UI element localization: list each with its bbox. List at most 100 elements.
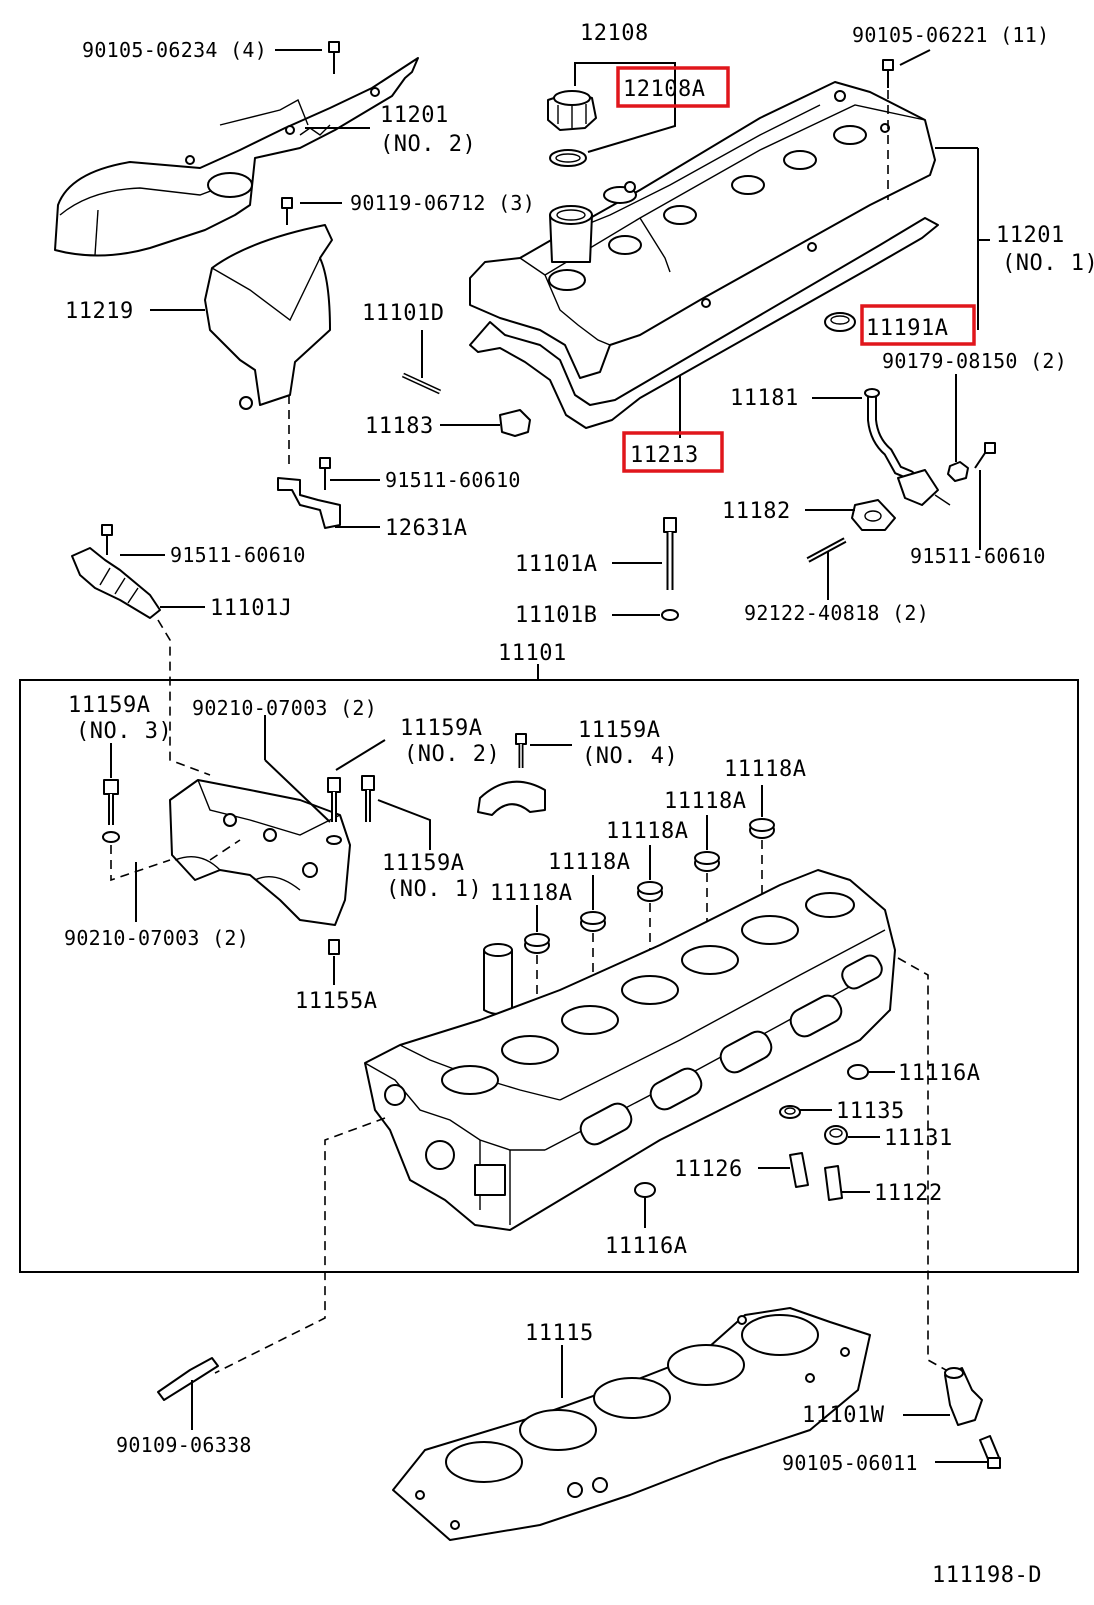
- plug-11118A-5[interactable]: [749, 818, 775, 839]
- bolt-90105-06234[interactable]: [328, 41, 340, 74]
- label-11159A-no4-code[interactable]: 11159A: [578, 718, 660, 743]
- plug-11116A-bottom[interactable]: [634, 1182, 656, 1198]
- label-91511-60610-left[interactable]: 91511-60610: [170, 543, 306, 567]
- plug-11118A-3[interactable]: [637, 881, 663, 902]
- label-11118A-5[interactable]: 11118A: [724, 757, 806, 782]
- seal-11183[interactable]: [499, 409, 531, 437]
- guide-11126[interactable]: [789, 1152, 809, 1188]
- label-11126[interactable]: 11126: [674, 1157, 743, 1182]
- label-11118A-2[interactable]: 11118A: [548, 850, 630, 875]
- highlight-12108A: [616, 66, 730, 108]
- sleeve[interactable]: [483, 943, 513, 1015]
- washer-11101B[interactable]: [661, 609, 679, 621]
- label-11201-no2-code[interactable]: 11201: [380, 103, 449, 128]
- bolt-91511-60610-right[interactable]: [974, 442, 996, 469]
- label-11159A-no2-code[interactable]: 11159A: [400, 716, 482, 741]
- label-11101B[interactable]: 11101B: [515, 603, 597, 628]
- label-11183[interactable]: 11183: [365, 414, 434, 439]
- label-90105-06221[interactable]: 90105-06221 (11): [852, 23, 1049, 47]
- stud-92122-40818[interactable]: [806, 537, 847, 563]
- seal-11191A[interactable]: [824, 312, 856, 332]
- label-11101J[interactable]: 11101J: [210, 596, 292, 621]
- label-11101A[interactable]: 11101A: [515, 552, 597, 577]
- bolt-90105-06011[interactable]: [979, 1435, 1001, 1469]
- label-90119-06712[interactable]: 90119-06712 (3): [350, 191, 535, 215]
- label-11155A[interactable]: 11155A: [295, 989, 377, 1014]
- label-11159A-no3-note[interactable]: (NO. 3): [76, 719, 172, 744]
- gasket-11213[interactable]: [469, 217, 939, 429]
- heat-insulator-11219[interactable]: [204, 224, 333, 410]
- plug-11118A-2[interactable]: [580, 911, 606, 932]
- label-12631A[interactable]: 12631A: [385, 516, 467, 541]
- guide-11122[interactable]: [824, 1165, 843, 1201]
- bolt-90109-06338[interactable]: [157, 1357, 219, 1401]
- nut-90179-08150[interactable]: [947, 461, 969, 482]
- label-11159A-no2-note[interactable]: (NO. 2): [404, 742, 500, 767]
- label-90210-07003-top[interactable]: 90210-07003 (2): [192, 696, 377, 720]
- bolt-91511-60610-left[interactable]: [101, 524, 113, 555]
- label-11201-no1-code[interactable]: 11201: [996, 223, 1065, 248]
- label-90179-08150[interactable]: 90179-08150 (2): [882, 349, 1067, 373]
- label-11181[interactable]: 11181: [730, 386, 799, 411]
- ring-11135[interactable]: [779, 1105, 801, 1119]
- ventilation-pipe-11181[interactable]: [864, 388, 951, 506]
- label-11101D[interactable]: 11101D: [362, 301, 444, 326]
- label-11213[interactable]: 11213: [630, 443, 699, 468]
- ring-11131[interactable]: [824, 1125, 848, 1145]
- cylinder-head[interactable]: [364, 869, 896, 1231]
- frame-label[interactable]: 11101: [498, 641, 567, 666]
- bolt-11159A-no3[interactable]: [103, 779, 119, 825]
- label-11118A-1[interactable]: 11118A: [490, 881, 572, 906]
- label-11131[interactable]: 11131: [884, 1126, 953, 1151]
- label-11115[interactable]: 11115: [525, 1321, 594, 1346]
- label-11135[interactable]: 11135: [836, 1099, 905, 1124]
- label-12108[interactable]: 12108: [580, 21, 649, 46]
- label-11159A-no4-note[interactable]: (NO. 4): [582, 744, 678, 769]
- washer-90210-07003-bottom[interactable]: [102, 831, 120, 843]
- bracket-12631A[interactable]: [277, 477, 341, 529]
- valve-cover-no2[interactable]: [54, 57, 419, 257]
- bolt-91511-60610-top[interactable]: [319, 457, 331, 490]
- label-11191A[interactable]: 11191A: [866, 316, 948, 341]
- label-11122[interactable]: 11122: [874, 1181, 943, 1206]
- plug-11118A-1[interactable]: [524, 933, 550, 954]
- label-12108A[interactable]: 12108A: [623, 77, 705, 102]
- label-90109-06338[interactable]: 90109-06338: [116, 1433, 252, 1457]
- stud-11101D[interactable]: [401, 372, 442, 395]
- bearing-cap-11159A-no4[interactable]: [477, 733, 546, 816]
- valve-cover-no1[interactable]: [469, 81, 936, 379]
- label-11182[interactable]: 11182: [722, 499, 791, 524]
- head-gasket-11115[interactable]: [392, 1307, 871, 1541]
- label-90105-06011[interactable]: 90105-06011: [782, 1451, 918, 1475]
- label-11159A-no3-code[interactable]: 11159A: [68, 693, 150, 718]
- gasket-12108A[interactable]: [549, 149, 587, 167]
- gasket-11182[interactable]: [851, 499, 896, 531]
- bolt-11159A-no2[interactable]: [326, 777, 342, 845]
- bolt-11159A-no1[interactable]: [361, 775, 375, 822]
- label-90210-07003-bottom[interactable]: 90210-07003 (2): [64, 926, 249, 950]
- label-11116A-bottom[interactable]: 11116A: [605, 1234, 687, 1259]
- plug-11118A-4[interactable]: [694, 851, 720, 872]
- label-11201-no2-note[interactable]: (NO. 2): [380, 132, 476, 157]
- label-92122-40818[interactable]: 92122-40818 (2): [744, 601, 929, 625]
- label-11219[interactable]: 11219: [65, 299, 134, 324]
- plug-11116A-right[interactable]: [847, 1064, 869, 1080]
- label-90105-06234[interactable]: 90105-06234 (4): [82, 38, 267, 62]
- sensor-11101W[interactable]: [944, 1367, 983, 1426]
- bolt-90105-06221[interactable]: [882, 59, 894, 88]
- label-11118A-3[interactable]: 11118A: [606, 819, 688, 844]
- label-91511-60610-right[interactable]: 91511-60610: [910, 544, 1046, 568]
- label-11101W[interactable]: 11101W: [802, 1403, 885, 1428]
- label-91511-60610-top[interactable]: 91511-60610: [385, 468, 521, 492]
- label-11201-no1-note[interactable]: (NO. 1): [1002, 251, 1094, 276]
- label-11118A-4[interactable]: 11118A: [664, 789, 746, 814]
- oil-filler-cap-12108[interactable]: [547, 90, 597, 131]
- label-11159A-no1-code[interactable]: 11159A: [382, 851, 464, 876]
- oil-control-valve-11101J[interactable]: [71, 547, 161, 619]
- bolt-90119-06712[interactable]: [281, 197, 293, 225]
- label-11159A-no1-note[interactable]: (NO. 1): [386, 877, 482, 902]
- pin-11155A[interactable]: [328, 939, 340, 955]
- label-11116A-right[interactable]: 11116A: [898, 1061, 980, 1086]
- bolt-11101A[interactable]: [663, 517, 677, 590]
- camshaft-housing[interactable]: [169, 779, 351, 926]
